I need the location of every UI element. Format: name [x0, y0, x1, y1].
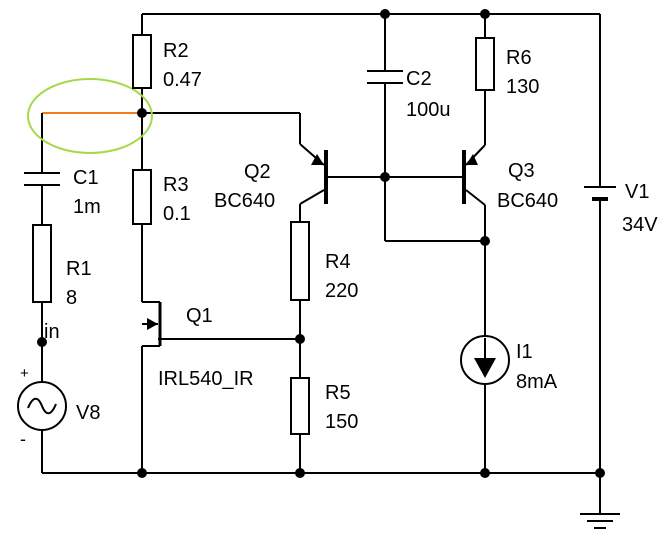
label-r2-value: 0.47	[163, 69, 202, 91]
capacitor-c1[interactable]	[24, 172, 60, 186]
label-r3-value: 0.1	[163, 203, 191, 225]
label-q2-name: Q2	[244, 161, 271, 183]
label-q1-value: IRL540_IR	[158, 368, 254, 390]
label-r1-name: R1	[66, 258, 92, 280]
label-c1-name: C1	[73, 167, 99, 189]
ac-source-v8[interactable]	[17, 381, 67, 431]
label-r6-name: R6	[506, 47, 532, 69]
label-v1-name: V1	[625, 181, 649, 203]
wires	[41, 13, 601, 514]
junction-dot	[595, 468, 605, 478]
resistor-r2[interactable]	[132, 34, 152, 89]
label-v8-name: V8	[76, 402, 100, 424]
label-q3-value: BC640	[497, 190, 558, 212]
label-r5-name: R5	[325, 382, 351, 404]
label-c2-name: C2	[406, 68, 432, 90]
current-source-i1[interactable]	[460, 335, 510, 385]
label-r4-value: 220	[325, 280, 358, 302]
emitter-arrow-icon	[466, 154, 478, 165]
junction-dot	[480, 9, 490, 19]
junction-dot	[137, 468, 147, 478]
mosfet-arrow-icon	[147, 318, 158, 330]
sine-wave-icon	[27, 397, 57, 415]
junction-dot	[480, 468, 490, 478]
junction-dot	[295, 468, 305, 478]
label-c2-value: 100u	[406, 99, 451, 121]
transistor-collector-lead	[299, 189, 325, 205]
label-q1-name: Q1	[186, 305, 213, 327]
label-c1-value: 1m	[73, 196, 101, 218]
label-r6-value: 130	[506, 76, 539, 98]
junction-dot	[380, 9, 390, 19]
battery-v1[interactable]	[584, 186, 616, 201]
resistor-r3[interactable]	[132, 169, 152, 225]
resistor-r6[interactable]	[475, 37, 495, 91]
label-i1-value: 8mA	[516, 371, 558, 393]
label-q3-name: Q3	[508, 160, 535, 182]
junction-dot	[137, 108, 147, 118]
label-v1-value: 34V	[622, 214, 658, 236]
resistor-r1[interactable]	[32, 224, 52, 303]
highlight-ellipse	[27, 78, 153, 154]
mosfet-q1[interactable]	[142, 301, 162, 347]
junctions	[37, 9, 605, 478]
junction-dot	[480, 236, 490, 246]
label-r5-value: 150	[325, 411, 358, 433]
down-arrow-icon	[474, 358, 496, 378]
transistor-q2[interactable]	[299, 143, 328, 205]
resistor-r5[interactable]	[290, 377, 310, 435]
emitter-arrow-icon	[311, 154, 324, 165]
transistor-q3[interactable]	[462, 144, 486, 206]
label-v8-minus: -	[20, 429, 26, 449]
label-node-in: in	[44, 321, 60, 343]
label-v8-plus: +	[20, 365, 29, 382]
label-q2-value: BC640	[214, 190, 275, 212]
junction-dot	[295, 334, 305, 344]
label-r2-name: R2	[163, 40, 189, 62]
transistor-collector-lead	[465, 189, 486, 206]
label-r3-name: R3	[163, 174, 189, 196]
label-r1-value: 8	[66, 287, 77, 309]
capacitor-c2[interactable]	[367, 70, 403, 84]
ground-icon	[580, 513, 620, 529]
label-r4-name: R4	[325, 251, 351, 273]
label-i1-name: I1	[516, 341, 533, 363]
junction-dot	[37, 337, 47, 347]
resistor-r4[interactable]	[290, 221, 310, 301]
junction-dot	[380, 172, 390, 182]
